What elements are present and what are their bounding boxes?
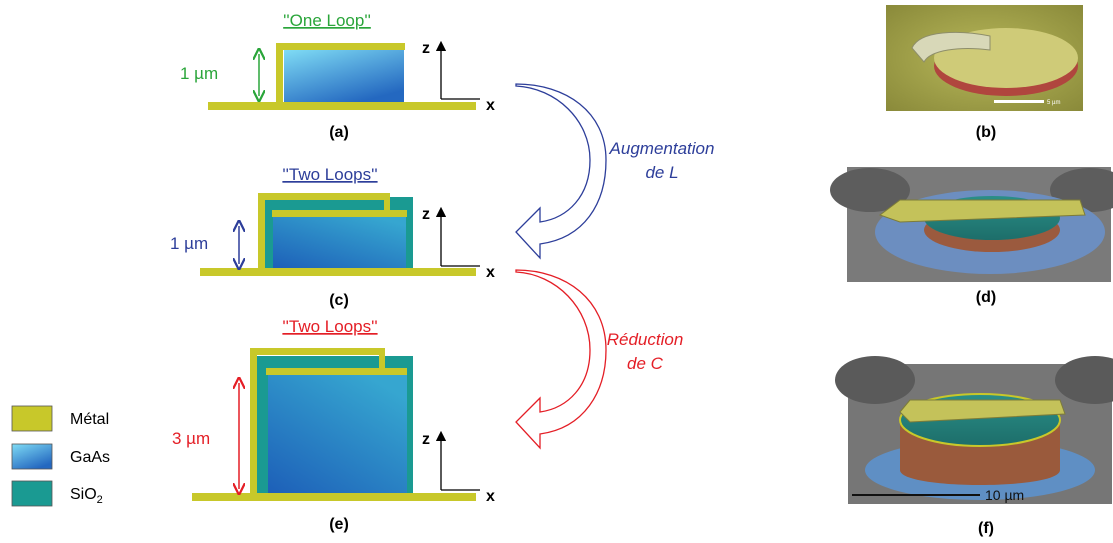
metal-post-e <box>250 348 257 496</box>
curved-arrow-augmentation: Augmentation de L <box>515 83 715 260</box>
curved-arrow-red <box>515 269 607 450</box>
panel-a-title: ''One Loop'' <box>283 11 371 30</box>
panel-label-b: (b) <box>976 124 996 141</box>
legend-label-sio2: SiO2 <box>70 486 103 506</box>
panel-c-title: ''Two Loops'' <box>282 165 377 184</box>
panel-a: ''One Loop'' 1 µm z x (a) <box>180 11 495 141</box>
x-label-a: x <box>486 97 495 114</box>
metal-post-a <box>276 43 283 103</box>
metal-base-e <box>192 493 476 501</box>
metal-inner-e <box>266 368 407 375</box>
dimension-label-c: 1 µm <box>170 234 208 253</box>
x-label-e: x <box>486 488 495 505</box>
sem-bridge-f <box>899 399 1066 423</box>
sem-image-d: (d) <box>830 167 1113 306</box>
metal-top-a <box>276 43 405 50</box>
legend: Métal GaAs SiO2 <box>11 405 110 507</box>
gaas-block-c <box>273 214 406 269</box>
sem-hole-f-1 <box>835 356 915 404</box>
sem-bridge-d <box>878 199 1086 223</box>
sem-scale-bar-b <box>994 100 1044 103</box>
arrow-label-reduction-1: Réduction <box>607 330 684 349</box>
dimension-label-a: 1 µm <box>180 64 218 83</box>
legend-label-gaas: GaAs <box>70 449 110 466</box>
curved-arrow-reduction: Réduction de C <box>515 269 684 450</box>
metal-step-c <box>384 193 390 210</box>
sem-image-b: 5 µm (b) <box>886 5 1083 141</box>
legend-swatch-metal <box>11 405 53 432</box>
z-label-c: z <box>422 206 430 223</box>
legend-sio2-sub: 2 <box>97 494 103 506</box>
metal-base-a <box>208 102 476 110</box>
metal-base-c <box>200 268 476 276</box>
metal-inner-c <box>272 210 407 217</box>
gaas-block-a <box>284 50 404 103</box>
x-label-c: x <box>486 264 495 281</box>
arrow-label-reduction-2: de C <box>627 354 664 373</box>
metal-step-e <box>379 348 385 370</box>
legend-sio2-main: SiO <box>70 486 97 503</box>
panel-label-c: (c) <box>329 292 349 309</box>
metal-top-e <box>250 348 385 355</box>
curved-arrow-blue <box>515 83 607 260</box>
sem-scale-label-b: 5 µm <box>1047 100 1060 106</box>
dimension-label-e: 3 µm <box>172 429 210 448</box>
panel-e: ''Two Loops'' 3 µm z x (e) <box>172 317 495 533</box>
panel-label-e: (e) <box>329 516 349 533</box>
gaas-block-e <box>268 374 407 494</box>
z-label-a: z <box>422 40 430 57</box>
arrow-label-augmentation-1: Augmentation <box>609 139 715 158</box>
legend-swatch-sio2 <box>11 480 53 507</box>
panel-label-a: (a) <box>329 124 349 141</box>
sem-hole-f-2 <box>1055 356 1113 404</box>
panel-label-d: (d) <box>976 289 996 306</box>
legend-label-metal: Métal <box>70 411 109 428</box>
legend-swatch-gaas <box>11 443 53 470</box>
panel-c: ''Two Loops'' 1 µm z x (c) <box>170 165 495 309</box>
panel-label-f: (f) <box>978 520 994 537</box>
sem-image-f: 10 µm (f) <box>835 356 1113 537</box>
sem-hole-d-1 <box>830 168 910 212</box>
metal-top-c <box>258 193 390 200</box>
metal-post-c <box>258 193 265 271</box>
panel-e-title: ''Two Loops'' <box>282 317 377 336</box>
arrow-label-augmentation-2: de L <box>645 163 678 182</box>
sem-scale-label-f: 10 µm <box>985 487 1024 503</box>
sem-bridge-b <box>911 31 991 63</box>
z-label-e: z <box>422 431 430 448</box>
